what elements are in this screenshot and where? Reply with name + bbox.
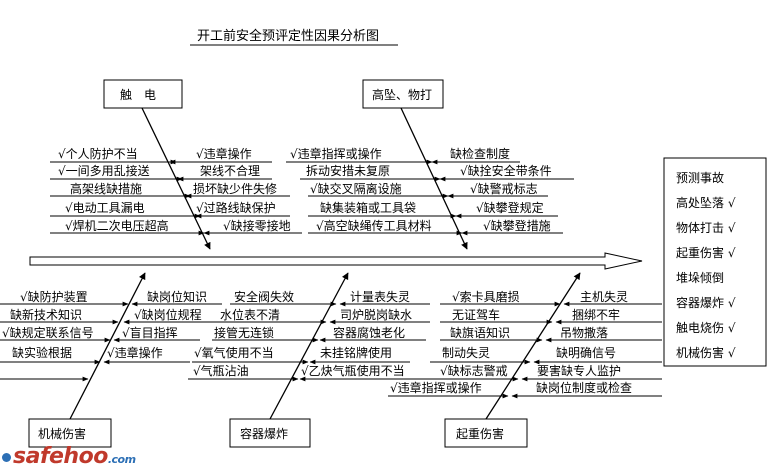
svg-text:高坠、物打: 高坠、物打 xyxy=(372,87,432,102)
predicted-item: 起重伤害 √ xyxy=(676,245,736,260)
cause-label: √违章指挥或操作 xyxy=(290,146,382,161)
vessel-cause-labels: 安全阀失效 水位表不清 接管无连锁 √氧气使用不当 √气瓶沾油 计量表失灵 司炉… xyxy=(193,289,412,378)
watermark-brand: safehoo xyxy=(13,444,108,469)
cause-label: 接管无连锁 xyxy=(214,325,274,340)
predicted-accidents-box: 预测事故 高处坠落 √ 物体打击 √ 起重伤害 √ 堆垛倾倒 容器爆炸 √ 触电… xyxy=(663,157,767,367)
cause-label: √电动工具漏电 xyxy=(65,201,145,215)
cause-label: √个人防护不当 xyxy=(58,146,138,161)
cause-label: 吊物撒落 xyxy=(560,325,608,340)
cause-label: 制动失灵 xyxy=(442,345,490,360)
svg-text:起重伤害: 起重伤害 xyxy=(456,426,504,441)
category-box-lift: 起重伤害 xyxy=(444,418,528,448)
cause-label: √索卡具磨损 xyxy=(452,290,520,304)
cause-label: 未挂铭牌使用 xyxy=(320,345,392,360)
cause-label: 容器腐蚀老化 xyxy=(333,325,405,340)
cause-arrows xyxy=(0,159,662,399)
cause-label: √缺交叉隔离设施 xyxy=(310,181,402,196)
cause-label: 水位表不清 xyxy=(220,307,280,322)
cause-label: √焊机二次电压超高 xyxy=(65,218,169,233)
cause-label: 缺旗语知识 xyxy=(450,325,510,340)
cause-label: 缺明确信号 xyxy=(556,345,616,360)
cause-label: 缺实验根据 xyxy=(12,345,72,360)
cause-label: 损坏缺少件失修 xyxy=(193,181,277,196)
category-box-vessel: 容器爆炸 xyxy=(229,418,311,448)
svg-text:容器爆炸: 容器爆炸 xyxy=(240,426,288,441)
fall-cause-labels: √违章指挥或操作 拆动安措未复原 √缺交叉隔离设施 缺集装箱或工具袋 √高空缺绳… xyxy=(290,146,552,233)
cause-label: √缺规定联系信号 xyxy=(2,325,94,340)
predicted-item: 物体打击 √ xyxy=(676,221,736,235)
category-box-contact: 触 电 xyxy=(103,79,183,109)
predicted-item: 堆垛倾倒 xyxy=(676,270,724,285)
cause-label: √气瓶沾油 xyxy=(193,363,249,378)
main-spine-arrow xyxy=(29,252,643,270)
watermark-suffix: .com xyxy=(107,453,136,466)
cause-label: √过路线缺保护 xyxy=(196,200,276,215)
cause-label: 缺新技术知识 xyxy=(10,307,82,322)
predicted-item: 容器爆炸 √ xyxy=(676,295,736,310)
cause-label: √缺攀登规定 xyxy=(476,200,544,215)
diagram-title: 开工前安全预评定性因果分析图 xyxy=(197,28,379,44)
cause-label: 缺岗位知识 xyxy=(147,289,207,304)
cause-label: 缺集装箱或工具袋 xyxy=(320,200,416,215)
cause-label: 无证驾车 xyxy=(452,307,500,322)
cause-label: 安全阀失效 xyxy=(234,289,294,304)
cause-label: 缺检查制度 xyxy=(450,146,510,161)
cause-label: √违章操作 xyxy=(107,345,163,360)
cause-label: √高空缺绳传工具材料 xyxy=(316,218,432,233)
svg-text:触 电: 触 电 xyxy=(120,88,156,102)
cause-label: 主机失灵 xyxy=(580,289,628,304)
cause-label: √缺岗位规程 xyxy=(134,307,202,322)
cause-label: √缺接零接地 xyxy=(223,218,291,233)
watermark-dot-icon xyxy=(2,452,11,462)
cause-label: √乙炔气瓶使用不当 xyxy=(301,363,405,378)
cause-label: √违章指挥或操作 xyxy=(390,380,482,395)
cause-label: √缺警戒标志 xyxy=(470,181,538,196)
svg-text:机械伤害: 机械伤害 xyxy=(38,426,86,441)
cause-label: √缺防护装置 xyxy=(20,289,88,304)
cause-label: √盲目指挥 xyxy=(122,325,178,340)
predicted-item: 触电烧伤 √ xyxy=(676,321,736,335)
cause-label: √缺拴安全带条件 xyxy=(460,163,552,178)
predicted-item: 高处坠落 √ xyxy=(676,195,736,210)
cause-label: √缺攀登措施 xyxy=(483,218,551,233)
predicted-item: 机械伤害 √ xyxy=(676,345,736,360)
cause-label: 要害缺专人监护 xyxy=(537,363,621,378)
lift-cause-labels: √索卡具磨损 无证驾车 缺旗语知识 制动失灵 √缺标志警戒 √违章指挥或操作 主… xyxy=(390,289,632,395)
bone-lift xyxy=(485,272,581,420)
cause-label: √氧气使用不当 xyxy=(194,345,274,360)
site-watermark: safehoo.com xyxy=(2,444,136,469)
cause-label: 架线不合理 xyxy=(200,163,260,178)
bone-mech xyxy=(69,272,146,420)
cause-label: 拆动安措未复原 xyxy=(306,163,390,178)
bone-vessel xyxy=(269,272,349,420)
cause-label: 缺岗位制度或检查 xyxy=(536,380,632,395)
cause-label: 司炉脱岗缺水 xyxy=(340,307,412,322)
mech-cause-labels: √缺防护装置 缺新技术知识 √缺规定联系信号 缺实验根据 缺岗位知识 √缺岗位规… xyxy=(2,289,207,360)
cause-label: 计量表失灵 xyxy=(350,289,410,304)
category-box-mech: 机械伤害 xyxy=(28,418,112,448)
cause-label: 高架线缺措施 xyxy=(70,181,142,196)
predicted-header: 预测事故 xyxy=(676,170,724,185)
cause-label: 捆绑不牢 xyxy=(572,307,620,322)
cause-label: √一间多用乱接送 xyxy=(58,163,150,178)
contact-cause-labels: √个人防护不当 √一间多用乱接送 高架线缺措施 √电动工具漏电 √焊机二次电压超… xyxy=(58,146,291,233)
cause-label: √违章操作 xyxy=(196,146,252,161)
cause-label: √缺标志警戒 xyxy=(440,363,508,378)
category-box-fall: 高坠、物打 xyxy=(362,79,444,109)
